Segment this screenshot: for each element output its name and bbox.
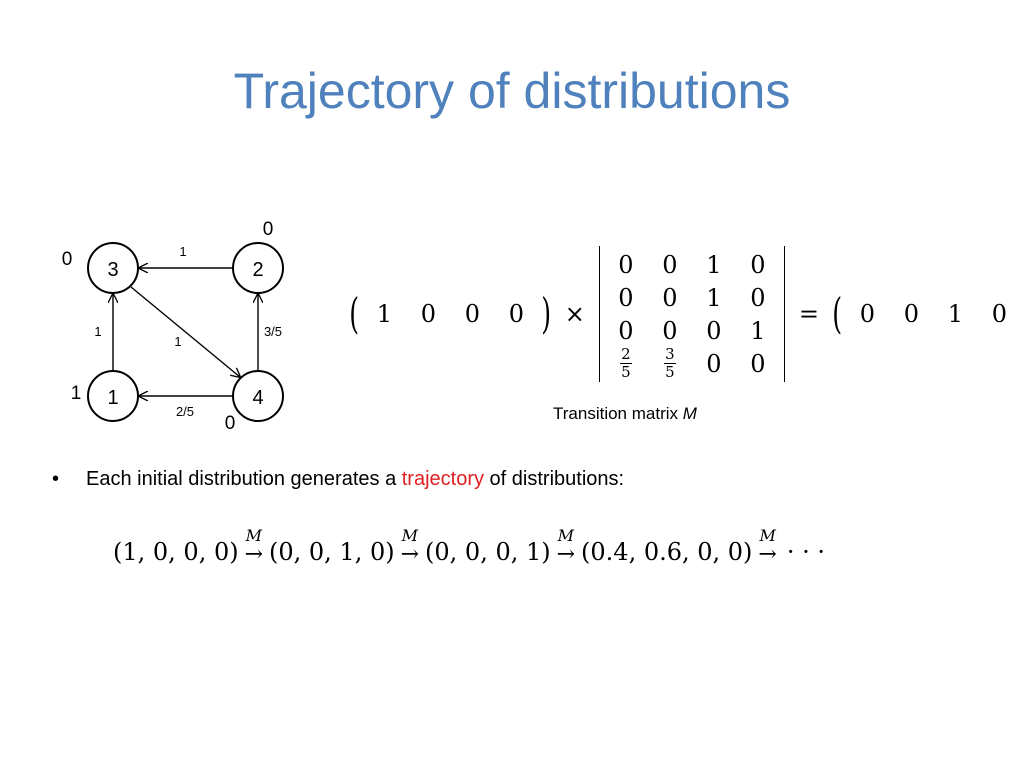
matrix-cell: 0	[618, 283, 634, 312]
trajectory-state: (0, 0, 1, 0)	[269, 538, 395, 566]
trajectory-sequence: (1, 0, 0, 0) M→ (0, 0, 1, 0) M→ (0, 0, 0…	[113, 528, 826, 567]
fraction-numerator: 3	[664, 345, 676, 364]
bullet-item: • Each initial distribution generates a …	[52, 468, 624, 491]
bullet-text-before: Each initial distribution generates a	[86, 468, 402, 490]
initial-vector: 1 0 0 0	[362, 300, 538, 328]
initial-entry: 0	[420, 300, 437, 328]
caption-variable: M	[682, 404, 697, 423]
edge-label-3-4: 1	[174, 334, 181, 349]
node-2: 2	[232, 242, 284, 294]
page-title: Trajectory of distributions	[233, 63, 791, 119]
initial-entry: 0	[508, 300, 525, 328]
node-3: 3	[87, 242, 139, 294]
caption-text: Transition matrix	[553, 404, 683, 423]
arrow-label: M	[401, 526, 418, 545]
markov-chain-graph: 1 1 1 3/5 2/5 3 2 1 4 0 0 1 0	[62, 219, 284, 434]
fraction-numerator: 2	[620, 345, 632, 364]
fraction-denominator: 5	[621, 363, 631, 381]
matrix-cell: 0	[750, 250, 766, 279]
matrix-cell: 0	[662, 316, 678, 345]
transition-arrow: M→	[758, 528, 776, 566]
node-4: 4	[232, 370, 284, 422]
equals-operator: =	[798, 300, 819, 328]
trajectory-state: (0, 0, 0, 1)	[425, 538, 551, 566]
node-label-2: 2	[252, 259, 263, 281]
matrix-cell: 0	[662, 283, 678, 312]
bullet-text: Each initial distribution generates a tr…	[86, 468, 624, 491]
bullet-text-after: of distributions:	[484, 468, 625, 490]
matrix-cell: 0	[706, 349, 722, 378]
edge-label-4-2: 3/5	[264, 324, 282, 339]
arrow-symbol: →	[244, 542, 264, 567]
node-label-4: 4	[252, 387, 263, 409]
edge-3-to-4	[130, 286, 240, 377]
bullet-symbol: •	[52, 468, 60, 490]
matrix-cell: 0	[618, 316, 634, 345]
matrix-cell: 1	[706, 250, 722, 279]
arrow-symbol: →	[556, 542, 576, 567]
matrix-cell: 1	[706, 283, 722, 312]
arrow-symbol: →	[400, 542, 420, 567]
times-operator: ×	[564, 300, 585, 328]
trajectory-state: (1, 0, 0, 0)	[113, 538, 239, 566]
node-1: 1	[87, 370, 139, 422]
matrix-cell: 0	[662, 250, 678, 279]
result-entry: 0	[903, 300, 920, 328]
matrix-caption: Transition matrix M	[553, 404, 697, 424]
matrix-cell: 0	[750, 283, 766, 312]
node-label-3: 3	[107, 259, 118, 281]
node-value-3: 0	[62, 249, 73, 270]
arrow-label: M	[759, 526, 776, 545]
result-entry: 1	[947, 300, 964, 328]
fraction-denominator: 5	[665, 363, 675, 381]
initial-entry: 0	[464, 300, 481, 328]
bullet-highlight: trajectory	[401, 468, 484, 490]
matrix-cell: 1	[750, 316, 766, 345]
arrow-symbol: →	[758, 542, 777, 567]
trajectory-ellipsis: · · ·	[786, 538, 826, 566]
node-value-2: 0	[263, 219, 274, 240]
transition-arrow: M→	[401, 528, 419, 566]
result-entry: 0	[859, 300, 876, 328]
matrix-cell: 0	[706, 316, 722, 345]
edge-label-4-1: 2/5	[176, 404, 194, 419]
matrix-cell: 0	[750, 349, 766, 378]
result-entry: 0	[991, 300, 1008, 328]
trajectory-state: (0.4, 0.6, 0, 0)	[581, 538, 753, 566]
result-vector: 0 0 1 0	[845, 300, 1021, 328]
node-label-1: 1	[107, 387, 118, 409]
node-value-1: 1	[71, 383, 82, 404]
transition-arrow: M→	[245, 528, 263, 566]
node-value-4: 0	[225, 413, 236, 434]
edge-label-1-3: 1	[94, 324, 101, 339]
arrow-label: M	[245, 526, 262, 545]
initial-entry: 1	[376, 300, 393, 328]
edge-label-2-3: 1	[179, 244, 186, 259]
arrow-label: M	[557, 526, 575, 545]
matrix-cell: 0	[618, 250, 634, 279]
transition-arrow: M→	[557, 528, 575, 566]
